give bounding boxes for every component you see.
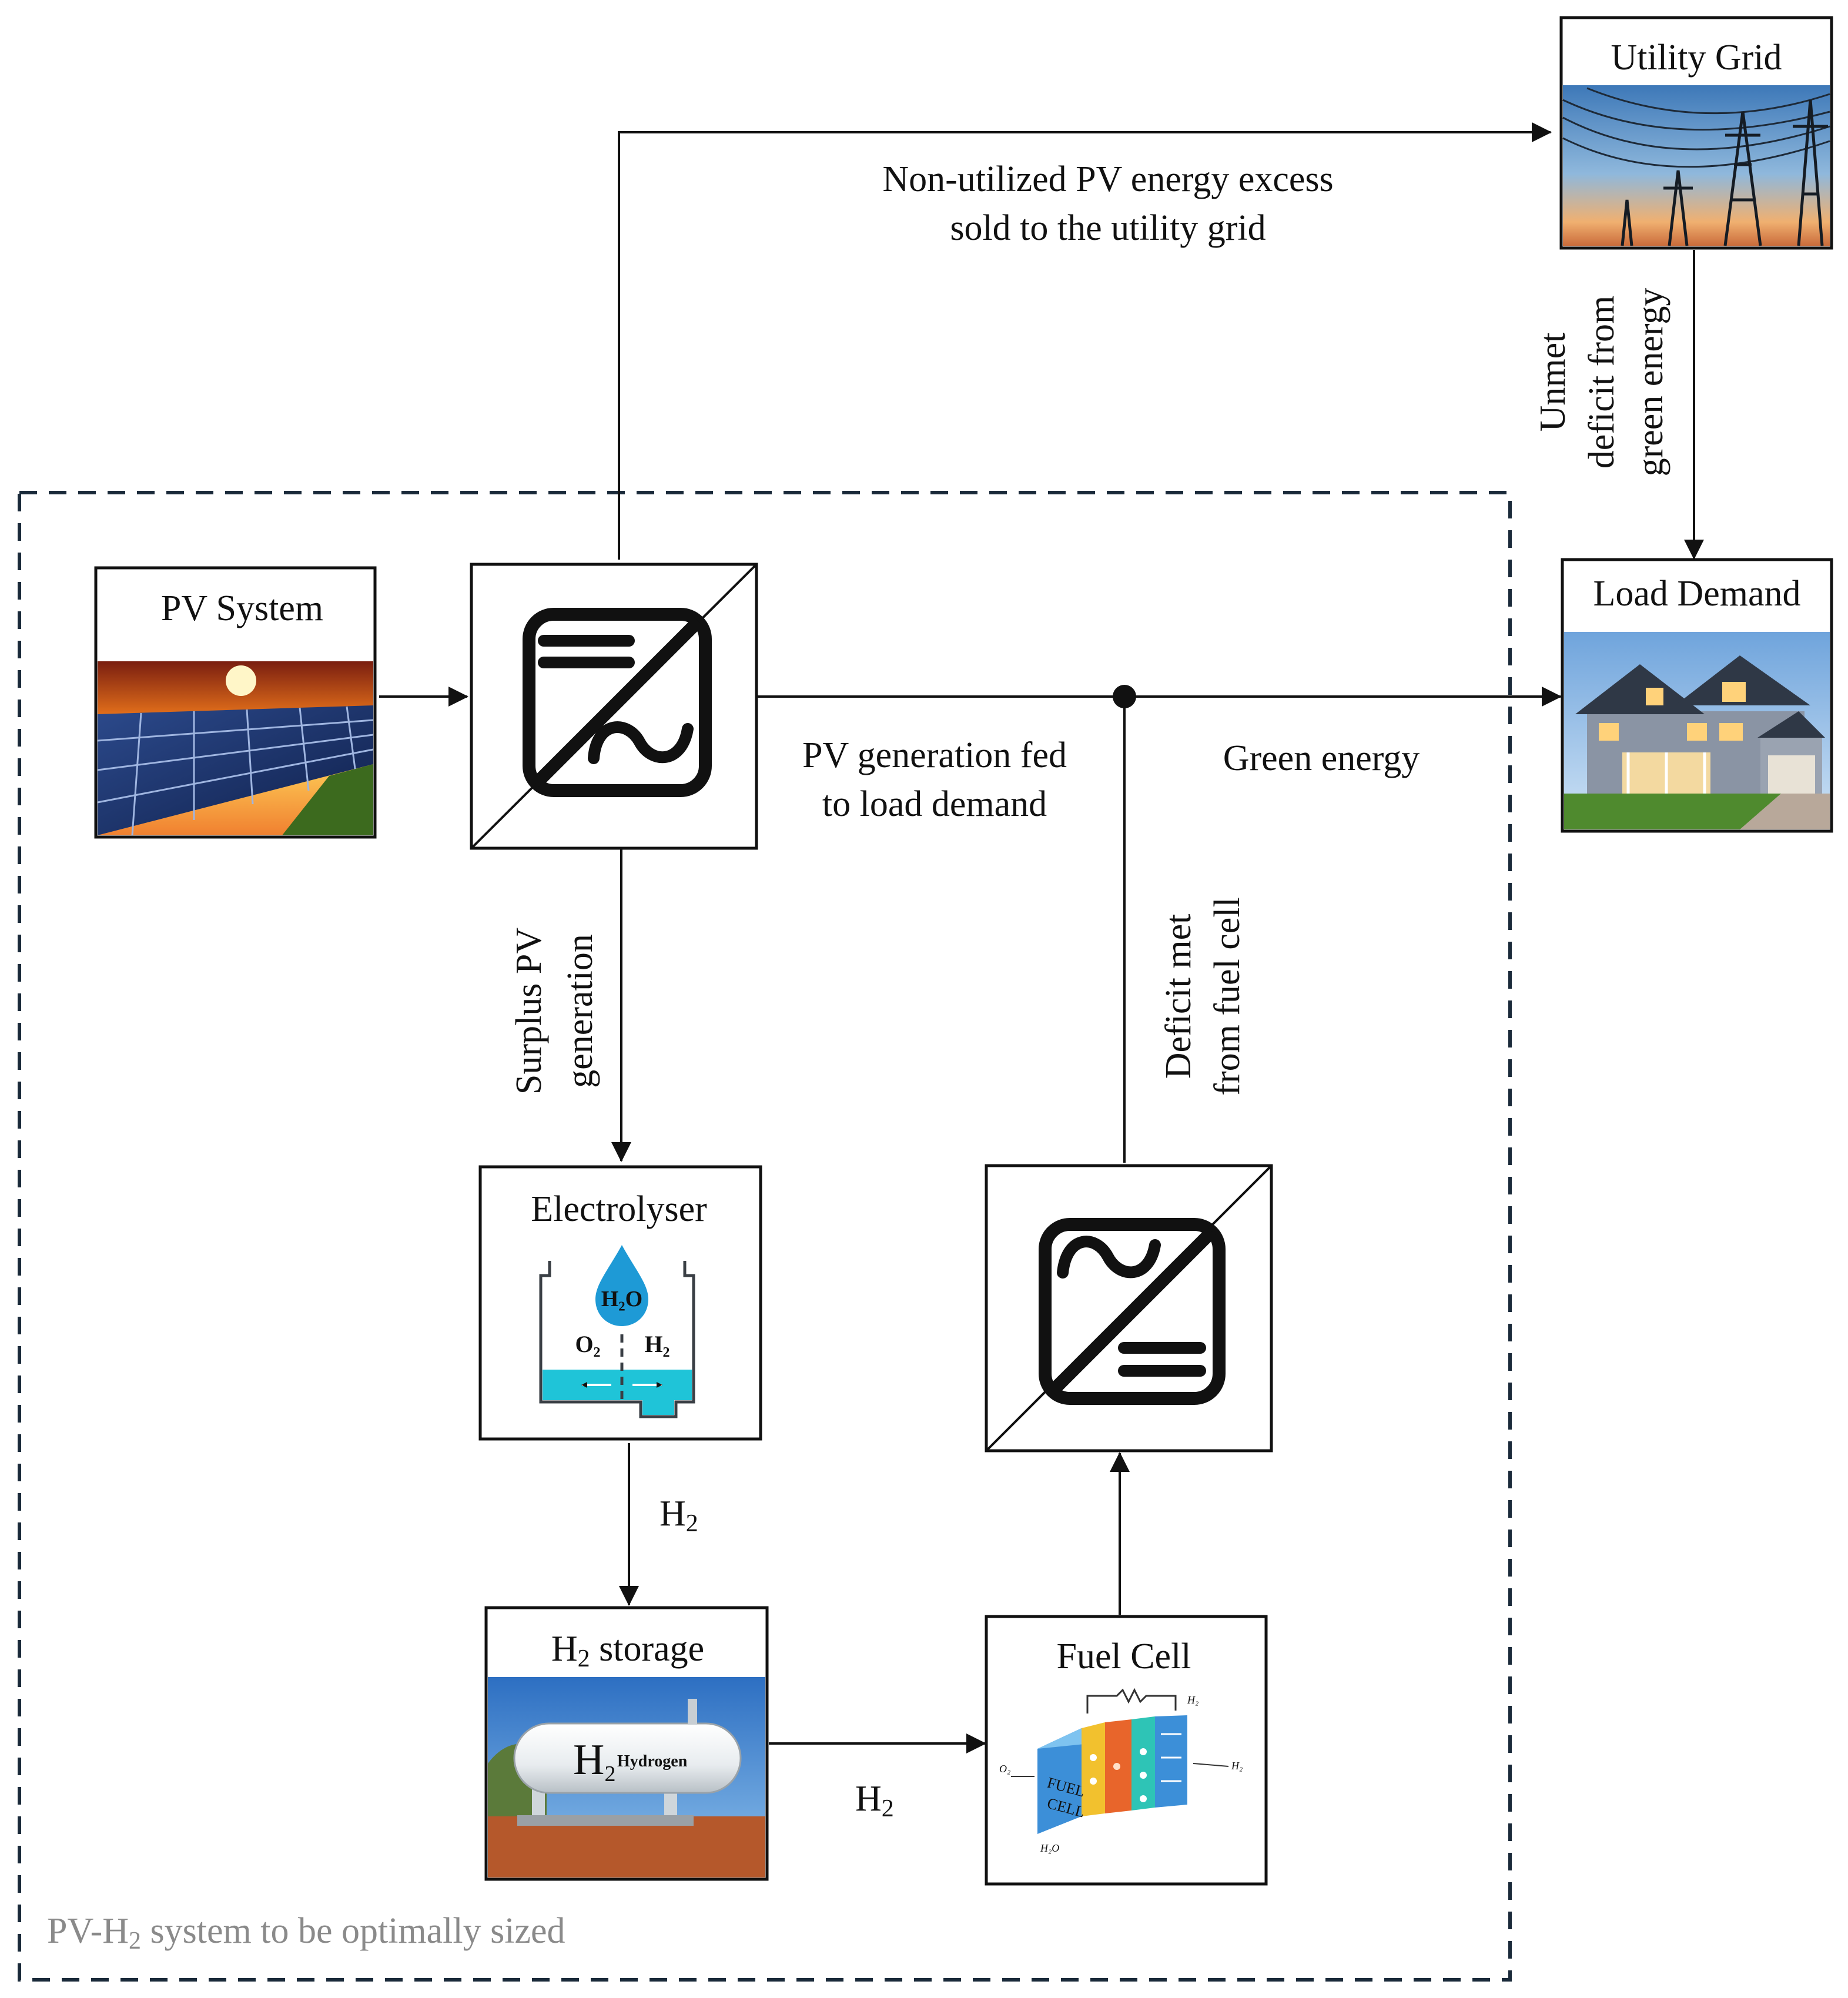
hydrogen-tank-image: H2 Hydrogen — [488, 1677, 765, 1877]
svg-text:Unmet: Unmet — [1533, 333, 1573, 432]
solar-panels-image — [97, 661, 374, 836]
fuel-cell-node: Fuel Cell FUEL CELL O₂ H₂ H₂ — [985, 1615, 1268, 1886]
svg-text:sold to the utility grid: sold to the utility grid — [950, 208, 1266, 248]
svg-text:O₂: O₂ — [999, 1763, 1010, 1775]
svg-text:Non-utilized PV energy excess: Non-utilized PV energy excess — [882, 159, 1333, 199]
system-boundary-caption: PV-H2 system to be optimally sized — [47, 1911, 565, 1955]
svg-text:to load demand: to load demand — [822, 784, 1047, 824]
svg-text:from fuel cell: from fuel cell — [1207, 897, 1247, 1095]
pv-system-node: PV System — [94, 566, 377, 839]
electrolyser-to-storage-h2-label: H2 — [659, 1494, 698, 1537]
surplus-label: Surplus PV generation — [509, 928, 600, 1095]
svg-text:H₂O: H₂O — [1040, 1842, 1059, 1854]
h2-storage-node: H2 storage H2 Hydrogen — [484, 1606, 769, 1881]
grid-to-load-label: Unmet deficit from green energy — [1533, 288, 1670, 477]
excess-to-grid-line — [618, 122, 1552, 560]
tank-h2-label: H2 — [573, 1736, 615, 1786]
pv-system-title: PV System — [161, 588, 323, 628]
load-demand-title: Load Demand — [1593, 574, 1801, 614]
electrolyser-node: Electrolyser H₂O O₂ H₂ — [478, 1165, 762, 1441]
dc-ac-inverter — [470, 563, 758, 850]
svg-text:deficit from: deficit from — [1582, 296, 1622, 468]
h2o-label: H₂O — [601, 1287, 643, 1311]
electrolyser-title: Electrolyser — [531, 1189, 707, 1229]
h2-label: H₂ — [644, 1331, 669, 1357]
svg-text:green energy: green energy — [1631, 288, 1670, 477]
ac-dc-inverter — [985, 1164, 1273, 1453]
fuel-cell-deficit-label: Deficit met from fuel cell — [1159, 897, 1247, 1095]
pv-to-load-label: PV generation fed to load demand — [802, 735, 1067, 824]
green-energy-label: Green energy — [1223, 738, 1420, 778]
utility-grid-node: Utility Grid — [1559, 16, 1833, 250]
svg-text:PV generation fed: PV generation fed — [802, 735, 1067, 775]
svg-text:H₂: H₂ — [1231, 1760, 1243, 1772]
utility-grid-title: Utility Grid — [1611, 38, 1782, 78]
svg-text:Deficit met: Deficit met — [1159, 914, 1198, 1079]
ac-dc-icon — [1039, 1218, 1226, 1405]
fuel-cell-stack-image: FUEL CELL O₂ H₂ H₂ H₂O — [999, 1688, 1243, 1854]
excess-to-grid-label: Non-utilized PV energy excess sold to th… — [882, 159, 1333, 248]
svg-text:generation: generation — [560, 934, 600, 1088]
o2-label: O₂ — [575, 1331, 600, 1357]
fuel-cell-title: Fuel Cell — [1056, 1636, 1191, 1676]
house-image — [1564, 632, 1830, 829]
tank-word-label: Hydrogen — [617, 1752, 688, 1771]
dc-ac-icon — [523, 608, 712, 797]
storage-to-fuelcell-h2-label: H2 — [855, 1779, 894, 1822]
h2-storage-title: H2 storage — [551, 1629, 704, 1672]
svg-text:Surplus PV: Surplus PV — [509, 928, 549, 1095]
svg-text:H₂: H₂ — [1187, 1694, 1198, 1706]
load-demand-node: Load Demand — [1561, 558, 1833, 833]
electrolysis-icon: H₂O O₂ H₂ — [539, 1245, 695, 1418]
system-boundary — [18, 491, 1512, 1982]
transmission-towers-image — [1562, 85, 1830, 246]
